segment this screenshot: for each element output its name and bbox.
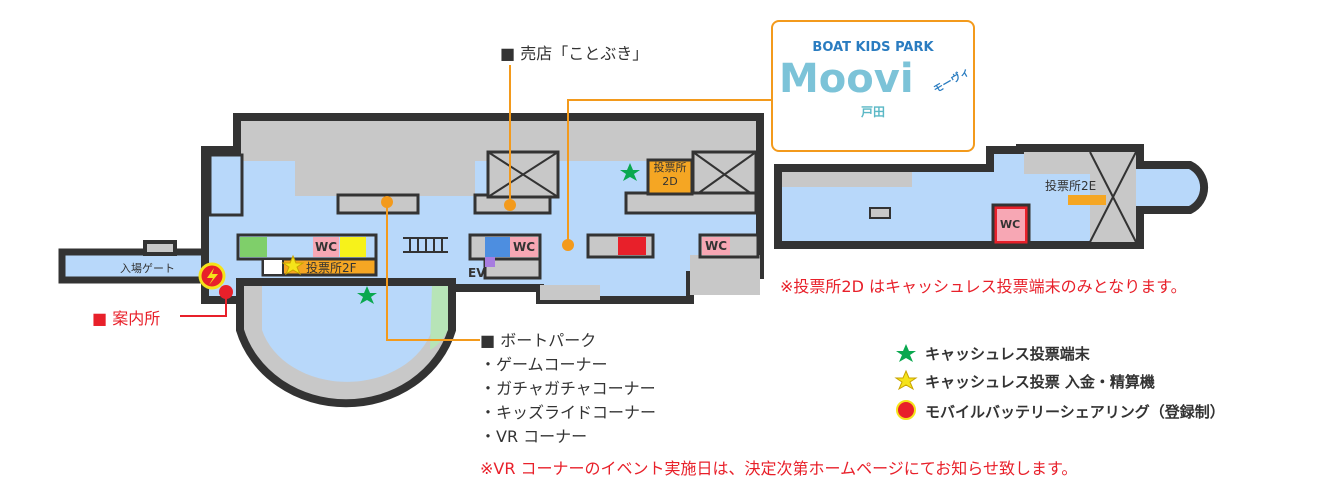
stand-floor: [262, 285, 432, 382]
entrance-gate-label: 入場ゲート: [120, 262, 175, 275]
boat-park-list: ■ ボートパーク ・ゲームコーナー ・ガチャガチャコーナー ・キッズライドコーナ…: [480, 329, 656, 449]
moovi-logo[interactable]: BOAT KIDS PARK Moovi モーヴィ 戸田: [771, 20, 975, 152]
green-star-icon: [620, 163, 640, 181]
booth-2d: [646, 158, 694, 196]
boat-park-item: ・キッズライドコーナー: [480, 403, 657, 422]
wc-label: WC: [1000, 218, 1021, 231]
boat-park-item: ・ガチャガチャコーナー: [480, 379, 656, 398]
green-star-icon: [357, 286, 377, 304]
yellow-star-icon: [281, 254, 305, 276]
legend-item: キャッシュレス投票 入金・精算機: [925, 373, 1155, 391]
legend-item: キャッシュレス投票端末: [925, 345, 1090, 363]
entrance-corridor: [58, 248, 216, 284]
vr-note: ※VR コーナーのイベント実施日は、決定次第ホームページにてお知らせ致します。: [480, 459, 1078, 478]
wc-label: WC: [513, 240, 536, 254]
booth-2d-label: 投票所 2D: [653, 161, 687, 188]
wc-room: [313, 237, 339, 257]
booth-2d-note: ※投票所2D はキャッシュレス投票端末のみとなります。: [780, 277, 1187, 296]
info-label: ■ 案内所: [92, 309, 161, 328]
boat-park-title: ■ ボートパーク: [480, 331, 597, 350]
wc-label: WC: [705, 239, 728, 253]
annex-building: [774, 144, 1209, 249]
legend-battery-icon: [896, 400, 916, 420]
legend-green-star-icon: [896, 344, 916, 362]
stairs-icon: [403, 237, 448, 253]
legend-yellow-star-icon: [894, 369, 918, 391]
booth-2e-label: 投票所2E: [1045, 179, 1097, 193]
boat-park-item: ・VR コーナー: [480, 427, 588, 446]
shop-label: ■ 売店「ことぶき」: [500, 44, 649, 63]
legend-item: モバイルバッテリーシェアリング（登録制）: [925, 403, 1225, 421]
ev-label: EV: [468, 266, 486, 280]
annex-wc: [997, 209, 1025, 241]
wc-label: WC: [315, 240, 338, 254]
booth-2f-label: 投票所2F: [306, 261, 357, 275]
boat-park-item: ・ゲームコーナー: [480, 355, 608, 374]
